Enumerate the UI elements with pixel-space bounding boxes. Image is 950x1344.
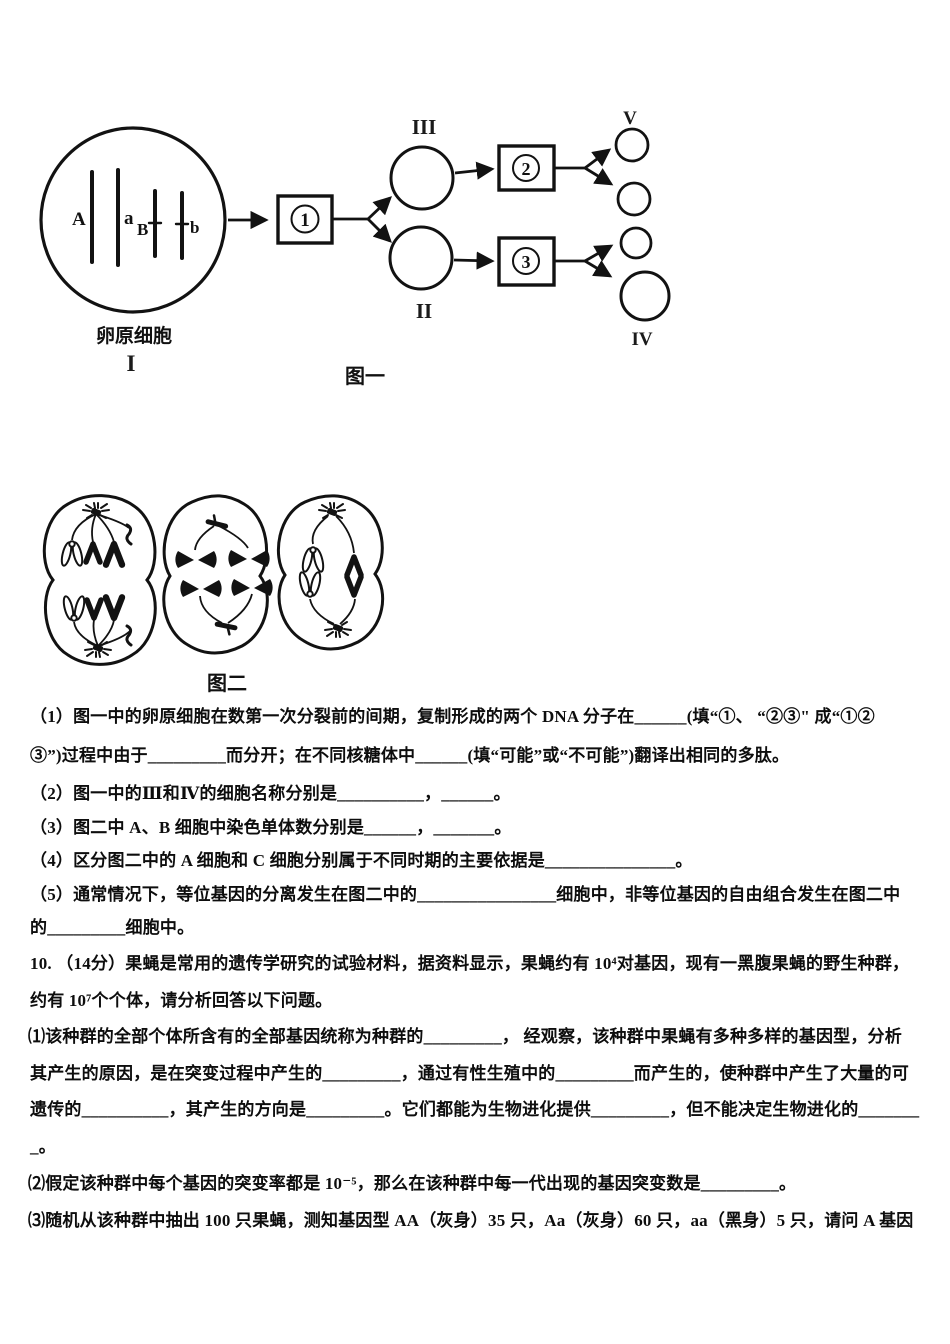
chromosome-label-B: B xyxy=(137,220,148,239)
polar-body-circle-2 xyxy=(616,181,652,217)
process-box-1: 1 xyxy=(276,194,334,245)
figure-1-diagram: A a B b 卵原细胞 I 1 III II 2 3 V IV xyxy=(39,108,671,388)
figure-2-diagram: 图二 xyxy=(42,494,385,695)
chromosome-label-a: a xyxy=(124,208,134,229)
q9-line-5: （4）区分图二中的 A 细胞和 C 细胞分别属于不同时期的主要依据是______… xyxy=(30,851,693,870)
cell-III-label: III xyxy=(412,115,437,139)
chromosome-label-b: b xyxy=(190,218,199,237)
process-box-2: 2 xyxy=(497,144,556,192)
figure2-cell-C xyxy=(276,494,385,651)
cell-III-circle xyxy=(389,145,455,211)
process-box-3: 3 xyxy=(497,236,556,287)
q9-line-2: ③”)过程中由于_________而分开；在不同核糖体中______(填“可能”… xyxy=(30,746,790,765)
oogonium-label: 卵原细胞 xyxy=(96,324,172,347)
chromosomes-group xyxy=(90,168,190,267)
cell-V-label: V xyxy=(623,108,637,129)
q9-line-1: （1）图一中的卵原细胞在数第一次分裂前的间期，复制形成的两个 DNA 分子在__… xyxy=(30,707,875,726)
figure-2-caption: 图二 xyxy=(207,672,247,695)
figure-1-caption: 图一 xyxy=(345,365,385,388)
cell-II-circle xyxy=(388,225,454,291)
ovum-circle-IV xyxy=(619,270,671,322)
chromosome-label-A: A xyxy=(72,209,86,230)
figure2-cell-B xyxy=(162,494,273,655)
q10-line-8: ⑶随机从该种群中抽出 100 只果蝇，测知基因型 AA（灰身）35 只，Aa（灰… xyxy=(28,1211,914,1230)
oogonium-numeral: I xyxy=(127,351,136,376)
q9-line-4: （3）图二中 A、B 细胞中染色单体数分别是______，_______。 xyxy=(30,818,512,837)
svg-text:3: 3 xyxy=(522,252,531,272)
q10-line-6: _。 xyxy=(30,1137,56,1156)
q10-line-2: 约有 10⁷个个体，请分析回答以下问题。 xyxy=(30,991,333,1010)
q10-line-1: 10. （14分）果蝇是常用的遗传学研究的试验材料，据资料显示，果蝇约有 10⁴… xyxy=(30,954,910,973)
q9-line-7: 的_________细胞中。 xyxy=(30,918,195,937)
svg-text:2: 2 xyxy=(522,159,531,179)
q10-line-3: ⑴该种群的全部个体所含有的全部基因统称为种群的_________， 经观察，该种… xyxy=(28,1027,902,1046)
polar-body-circle-3 xyxy=(619,226,653,260)
q10-line-5: 遗传的__________，其产生的方向是_________。它们都能为生物进化… xyxy=(30,1100,920,1119)
cell-II-label: II xyxy=(416,299,432,323)
svg-text:1: 1 xyxy=(300,210,310,231)
cell-IV-label: IV xyxy=(631,329,652,350)
q9-line-3: （2）图一中的Ⅲ和Ⅳ的细胞名称分别是__________，______。 xyxy=(30,784,511,803)
q9-line-6: （5）通常情况下，等位基因的分离发生在图二中的________________细… xyxy=(30,885,901,904)
figure2-cell-A xyxy=(42,494,157,666)
q10-line-4: 其产生的原因，是在突变过程中产生的_________，通过有性生殖中的_____… xyxy=(30,1064,909,1083)
q10-line-7: ⑵假定该种群中每个基因的突变率都是 10⁻⁵，那么在该种群中每一代出现的基因突变… xyxy=(28,1174,797,1193)
oogonium-cell-outline xyxy=(39,126,227,314)
polar-body-circle-V xyxy=(614,127,650,163)
